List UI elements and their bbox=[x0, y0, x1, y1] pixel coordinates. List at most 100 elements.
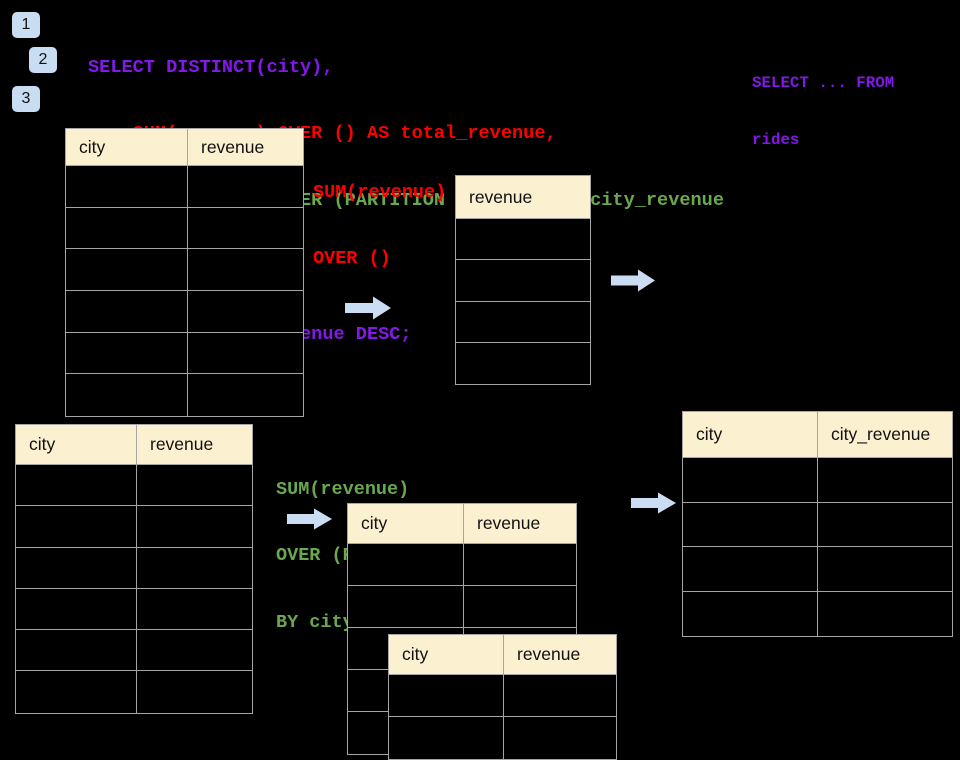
table-cell bbox=[683, 591, 818, 636]
table-cell bbox=[456, 301, 590, 342]
column-header-revenue: revenue bbox=[517, 644, 581, 664]
table-cell bbox=[66, 291, 188, 332]
table-row bbox=[16, 547, 252, 589]
annotation-window-total: SUM(revenue) OVER () bbox=[313, 137, 446, 293]
table-row bbox=[66, 332, 303, 375]
table-cell bbox=[504, 675, 616, 716]
table-cell bbox=[464, 586, 576, 627]
table-cell bbox=[683, 502, 818, 546]
flow-arrow-icon bbox=[611, 269, 655, 292]
column-header-revenue: revenue bbox=[150, 434, 214, 454]
table-cell bbox=[188, 166, 303, 207]
column-header-city: city bbox=[66, 129, 188, 165]
table-cell bbox=[818, 458, 952, 502]
side-note-line-2: rides bbox=[752, 131, 800, 149]
slide-canvas: { "colors": { "background": "#000000", "… bbox=[12, 12, 953, 760]
table-row bbox=[456, 301, 590, 343]
table-cell bbox=[66, 332, 188, 374]
sql-line-select: SELECT DISTINCT(city), bbox=[88, 56, 334, 78]
table-cell bbox=[389, 675, 504, 716]
annotation-line: OVER () bbox=[313, 248, 391, 270]
table-row bbox=[683, 502, 952, 547]
table-row bbox=[456, 342, 590, 385]
table-header-row: city revenue bbox=[348, 504, 576, 544]
column-header-revenue: revenue bbox=[477, 513, 541, 533]
table-cell bbox=[16, 630, 137, 671]
table-header-row: revenue bbox=[456, 176, 590, 219]
table-cell bbox=[137, 506, 252, 547]
table-cell bbox=[137, 671, 252, 713]
table-rides-source-top: city revenue bbox=[65, 128, 304, 418]
table-partition-result-overlay: city revenue bbox=[388, 634, 617, 760]
column-header-revenue: revenue bbox=[201, 136, 265, 157]
table-row bbox=[389, 675, 616, 717]
table-cell bbox=[188, 207, 303, 249]
table-cell bbox=[456, 342, 590, 385]
table-cell bbox=[16, 465, 137, 506]
table-row bbox=[348, 544, 576, 586]
table-cell bbox=[188, 374, 303, 417]
column-header-city: city bbox=[683, 412, 818, 457]
table-cell bbox=[16, 671, 137, 713]
table-cell bbox=[66, 374, 188, 417]
flow-arrow-icon bbox=[631, 492, 676, 514]
table-cell bbox=[66, 249, 188, 291]
table-city-revenue-result: city city_revenue bbox=[682, 411, 953, 637]
table-cell bbox=[16, 506, 137, 547]
column-header-city: city bbox=[389, 635, 504, 674]
table-total-revenue-result: revenue bbox=[455, 175, 591, 386]
table-header-row: city revenue bbox=[16, 425, 252, 465]
side-note-select-from-rides: SELECT ... FROM rides bbox=[752, 36, 894, 169]
table-header-row: city city_revenue bbox=[683, 412, 952, 458]
table-row bbox=[66, 291, 303, 333]
table-cell bbox=[389, 717, 504, 759]
table-row bbox=[348, 586, 576, 628]
table-row bbox=[683, 591, 952, 636]
annotation-line: SUM(revenue) bbox=[313, 181, 447, 203]
table-cell bbox=[348, 544, 464, 585]
table-cell bbox=[818, 591, 952, 636]
table-cell bbox=[348, 586, 464, 627]
step-badge-2: 2 bbox=[29, 47, 57, 73]
flow-arrow-icon bbox=[287, 508, 332, 530]
flow-arrow-icon bbox=[345, 296, 391, 320]
table-row bbox=[66, 166, 303, 208]
table-cell bbox=[456, 219, 590, 260]
table-header-row: city revenue bbox=[66, 129, 303, 166]
table-cell bbox=[504, 717, 616, 759]
table-row bbox=[16, 506, 252, 548]
table-row bbox=[389, 717, 616, 759]
table-rides-source-bottom: city revenue bbox=[15, 424, 253, 714]
column-header-city-revenue: city_revenue bbox=[831, 424, 931, 444]
table-cell bbox=[16, 588, 137, 630]
table-header-row: city revenue bbox=[389, 635, 616, 675]
column-header-city: city bbox=[16, 425, 137, 464]
table-row bbox=[16, 630, 252, 672]
column-header-city: city bbox=[348, 504, 464, 543]
table-row bbox=[456, 219, 590, 261]
table-cell bbox=[66, 207, 188, 249]
table-row bbox=[66, 207, 303, 250]
table-row bbox=[683, 458, 952, 503]
table-cell bbox=[818, 547, 952, 591]
table-cell bbox=[188, 249, 303, 291]
table-cell bbox=[137, 547, 252, 588]
annotation-line: SUM(revenue) bbox=[276, 478, 410, 500]
table-cell bbox=[137, 630, 252, 671]
table-cell bbox=[188, 291, 303, 332]
table-cell bbox=[818, 502, 952, 546]
table-row bbox=[16, 588, 252, 631]
table-row bbox=[456, 260, 590, 302]
table-row bbox=[16, 465, 252, 507]
table-cell bbox=[683, 547, 818, 591]
column-header-revenue: revenue bbox=[469, 186, 533, 207]
table-cell bbox=[456, 260, 590, 301]
side-note-line-1: SELECT ... FROM bbox=[752, 74, 895, 92]
table-cell bbox=[464, 544, 576, 585]
table-cell bbox=[66, 166, 188, 207]
table-row bbox=[66, 374, 303, 417]
table-row bbox=[66, 249, 303, 292]
table-cell bbox=[188, 332, 303, 374]
table-cell bbox=[137, 588, 252, 630]
table-cell bbox=[16, 547, 137, 588]
